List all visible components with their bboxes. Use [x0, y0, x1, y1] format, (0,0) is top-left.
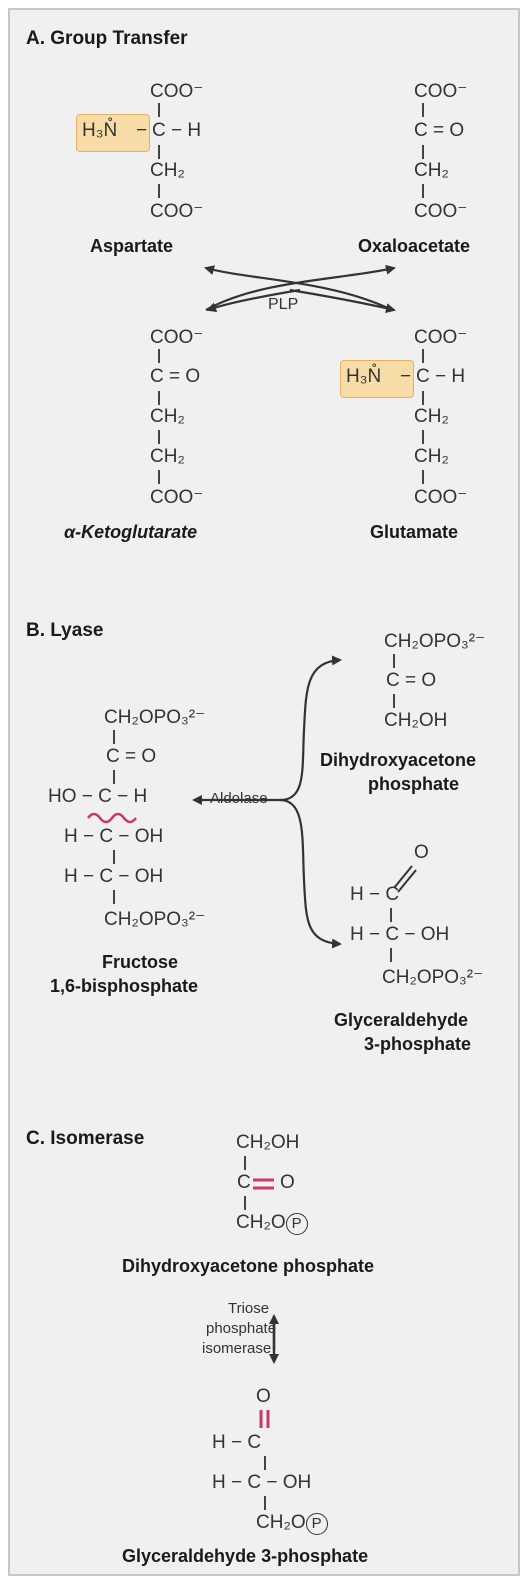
cleavage-wavy-line [87, 812, 137, 824]
aspartate-ch2: CH₂ [150, 160, 185, 181]
glutamate-ch2a: CH₂ [414, 406, 449, 427]
ketoglutarate-co: C = O [150, 366, 201, 387]
aspartate-nh3: H₃N̊ [82, 120, 118, 141]
dhap-b-label-line1: Dihydroxyacetone [320, 750, 477, 770]
fructose-co: C = O [106, 746, 157, 767]
g3p-c-ch2o: CH₂O [256, 1512, 306, 1533]
amino-group-highlight [76, 114, 150, 152]
section-a-title: A. Group Transfer [26, 28, 188, 49]
glutamate-ch2b: CH₂ [414, 446, 449, 467]
g3p-b-o: O [414, 842, 429, 863]
section-c-title: C. Isomerase [26, 1128, 145, 1149]
figure-panel: A. Group Transfer COO⁻ H₃N̊ − C − H CH₂ … [8, 8, 520, 1576]
fructose-h-coh-1: H − C − OH [64, 826, 164, 847]
dhap-b-co: C = O [386, 670, 437, 691]
glutamate-coo-bottom: COO⁻ [414, 487, 468, 508]
g3p-c-h-coh: H − C − OH [212, 1472, 312, 1493]
dhap-c-carbon: C [237, 1172, 251, 1193]
dhap-c-top: CH₂OH [236, 1132, 300, 1153]
arrows-layer [87, 264, 417, 1428]
g3p-b-co-bond-2 [397, 869, 417, 893]
aspartate-coo-bottom: COO⁻ [150, 201, 204, 222]
glutamate-coo-top: COO⁻ [414, 327, 468, 348]
g3p-b-label-line1: Glyceraldehyde [334, 1010, 469, 1030]
oxaloacetate-coo-top: COO⁻ [414, 81, 468, 102]
dhap-c-ch2o: CH₂O [236, 1212, 286, 1233]
dhap-c-oxygen: O [280, 1172, 295, 1193]
phosphate-circle-icon: P [285, 1213, 308, 1235]
g3p-b-co-bond-1 [393, 865, 413, 889]
fructose-label-line2: 1,6-bisphosphate [50, 976, 199, 996]
glutamate-nh3: H₃N̊ [346, 366, 382, 387]
aspartate-label: Aspartate [90, 236, 174, 256]
aldolase-label: Aldolase [210, 790, 268, 807]
reaction-arrow-to-ketoglutarate [206, 288, 301, 312]
oxaloacetate-label: Oxaloacetate [358, 236, 471, 256]
plp-label: PLP [268, 296, 299, 313]
ketoglutarate-label: α-Ketoglutarate [64, 522, 198, 542]
phosphate-circle-icon-2: P [305, 1513, 328, 1535]
reaction-arrow-to-oxaloacetate [205, 264, 396, 311]
g3p-b-h-coh: H − C − OH [350, 924, 450, 945]
oxaloacetate-coo-bottom: COO⁻ [414, 201, 468, 222]
dhap-b-label-line2: phosphate [368, 774, 460, 794]
g3p-b-hc: H − C [350, 884, 400, 905]
glutamate-ch: C − H [416, 366, 466, 387]
fructose-h-coh-2: H − C − OH [64, 866, 164, 887]
aldolase-arrow-to-g3p [279, 798, 342, 949]
aldolase-arrow-to-dhap [279, 655, 342, 802]
ketoglutarate-coo-bottom: COO⁻ [150, 487, 204, 508]
g3p-b-bottom: CH₂OPO₃²⁻ [382, 967, 484, 988]
g3p-c-hc: H − C [212, 1432, 262, 1453]
g3p-c-o: O [256, 1386, 271, 1407]
aspartate-ch: C − H [152, 120, 202, 141]
oxaloacetate-co: C = O [414, 120, 465, 141]
section-b-title: B. Lyase [26, 620, 104, 641]
fructose-label-line1: Fructose [102, 952, 179, 972]
tpi-label-line3: isomerase [202, 1340, 272, 1357]
glutamate-label: Glutamate [370, 522, 459, 542]
ketoglutarate-ch2b: CH₂ [150, 446, 185, 467]
dhap-b-bottom: CH₂OH [384, 710, 448, 731]
g3p-b-label-line2: 3-phosphate [364, 1034, 472, 1054]
ketoglutarate-ch2a: CH₂ [150, 406, 185, 427]
g3p-c-label: Glyceraldehyde 3-phosphate [122, 1546, 369, 1566]
reaction-arrow-to-aspartate [204, 265, 393, 311]
ketoglutarate-coo-top: COO⁻ [150, 327, 204, 348]
tpi-label-line2: phosphate [206, 1320, 277, 1337]
dhap-c-label: Dihydroxyacetone phosphate [122, 1256, 375, 1276]
fructose-top: CH₂OPO₃²⁻ [104, 707, 206, 728]
aspartate-coo-top: COO⁻ [150, 81, 204, 102]
oxaloacetate-ch2: CH₂ [414, 160, 449, 181]
reaction-arrow-to-glutamate [289, 288, 396, 314]
amino-group-highlight-2 [340, 360, 414, 398]
tpi-label-line1: Triose [228, 1300, 270, 1317]
fructose-bottom: CH₂OPO₃²⁻ [104, 909, 206, 930]
fructose-ho-ch: HO − C − H [48, 786, 148, 807]
dhap-b-top: CH₂OPO₃²⁻ [384, 631, 486, 652]
